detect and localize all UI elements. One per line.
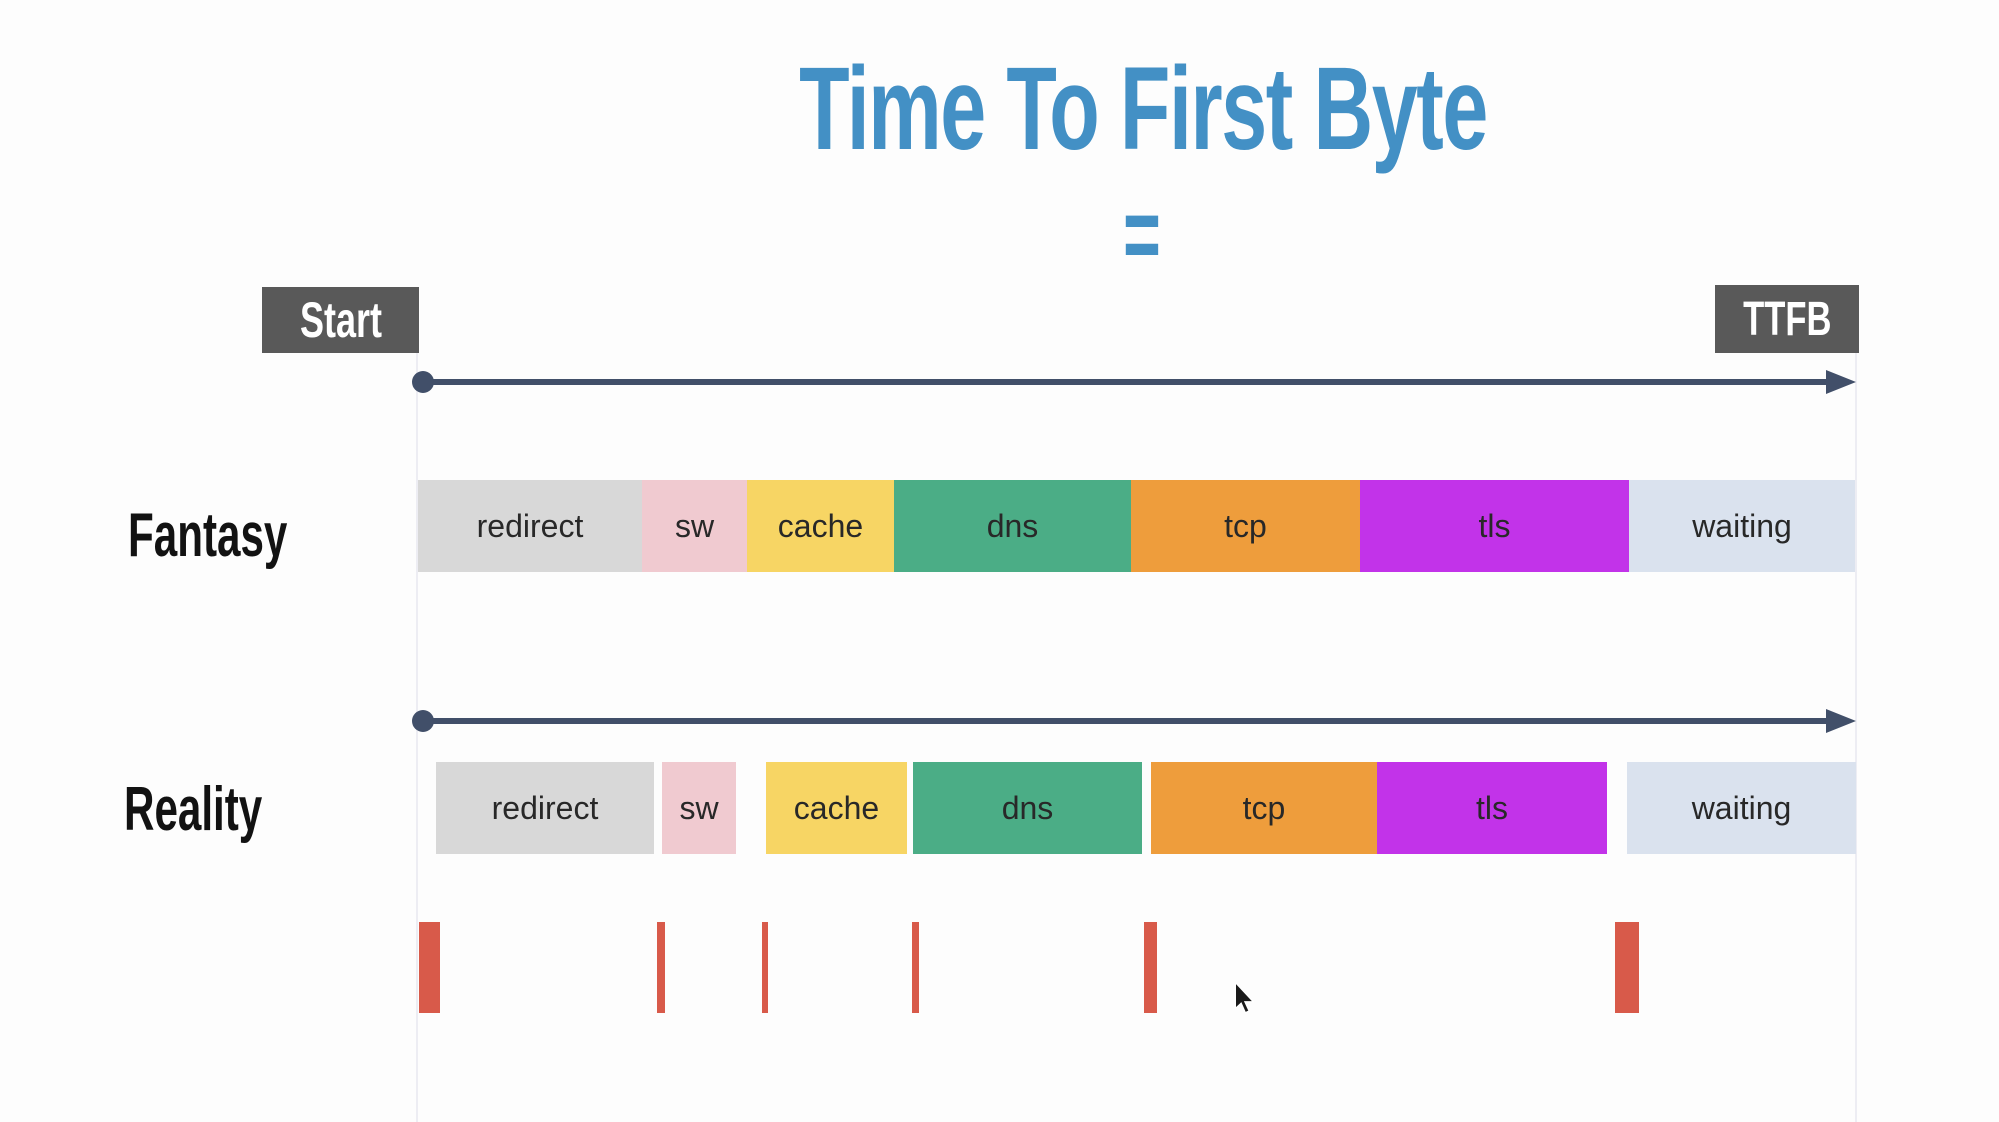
segment-label: waiting — [1692, 507, 1792, 544]
segment-label: tls — [1478, 507, 1511, 544]
segment-waiting: waiting — [1627, 762, 1856, 854]
segment-waiting: waiting — [1629, 480, 1855, 572]
segment-label: cache — [793, 789, 880, 826]
segment-cache: cache — [747, 480, 894, 572]
gap-tick — [1615, 922, 1639, 1013]
gap-tick — [1144, 922, 1157, 1013]
gap-tick — [419, 922, 440, 1013]
reality-row-label: Reality — [124, 775, 263, 844]
arrowhead-icon — [1826, 370, 1856, 394]
fantasy-bar: redirect sw cache dns tcp tls waiting — [0, 480, 1999, 572]
timeline-start-dot-icon — [412, 710, 434, 732]
segment-redirect: redirect — [436, 762, 654, 854]
segment-sw: sw — [642, 480, 747, 572]
segment-label: redirect — [491, 789, 599, 826]
segment-label: dns — [1001, 789, 1054, 826]
timeline-start-guide-line — [416, 352, 418, 1122]
ttfb-label: TTFB — [1742, 292, 1832, 346]
segment-label: waiting — [1691, 789, 1792, 826]
timeline-end-guide-line — [1855, 352, 1857, 1122]
timeline-arrow-line — [423, 379, 1827, 385]
segment-label: sw — [679, 789, 719, 826]
start-label-box: Start — [262, 287, 419, 353]
segment-label: tcp — [1224, 507, 1267, 544]
gap-tick — [912, 922, 919, 1013]
segment-sw: sw — [662, 762, 736, 854]
segment-redirect: redirect — [418, 480, 642, 572]
segment-label: dns — [986, 507, 1039, 544]
segment-dns: dns — [894, 480, 1131, 572]
segment-tcp: tcp — [1151, 762, 1377, 854]
segment-label: cache — [777, 507, 864, 544]
segment-tls: tls — [1377, 762, 1607, 854]
ttfb-label-box: TTFB — [1715, 285, 1859, 353]
fantasy-row-label: Fantasy — [128, 501, 288, 570]
segment-tcp: tcp — [1131, 480, 1360, 572]
mouse-cursor-icon — [1234, 982, 1255, 1014]
segment-dns: dns — [913, 762, 1142, 854]
segment-label: redirect — [476, 507, 584, 544]
start-label: Start — [299, 292, 382, 348]
segment-label: tls — [1476, 789, 1508, 826]
segment-tls: tls — [1360, 480, 1629, 572]
arrowhead-icon — [1826, 709, 1856, 733]
timeline-start-dot-icon — [412, 371, 434, 393]
gap-tick — [762, 922, 768, 1013]
reality-bar: redirect sw cache dns tcp tls waiting — [0, 762, 1999, 854]
timeline-arrow-line — [423, 718, 1827, 724]
gap-tick — [657, 922, 665, 1013]
page-title: Time To First Byte — [799, 43, 1488, 175]
segment-label: sw — [674, 507, 715, 544]
segment-cache: cache — [766, 762, 907, 854]
equals-sign: = — [1123, 177, 1161, 293]
segment-label: tcp — [1242, 789, 1286, 826]
